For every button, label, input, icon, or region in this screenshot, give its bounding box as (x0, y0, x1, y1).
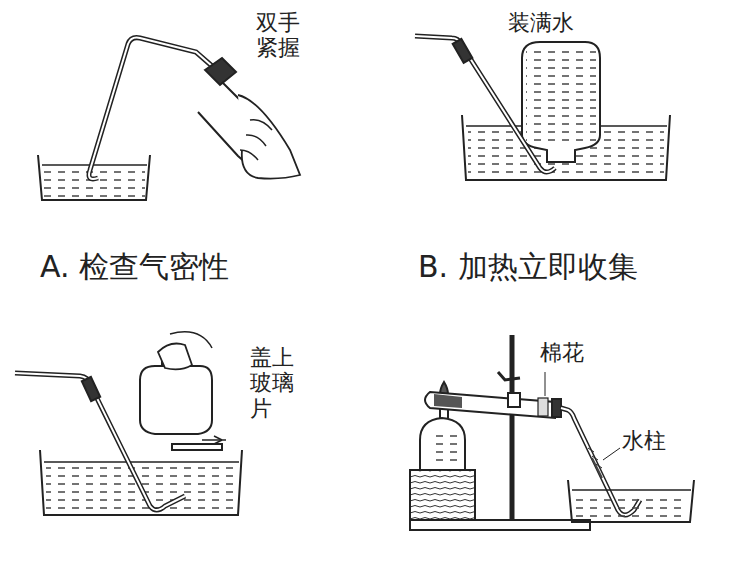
label-text: 装满水 (508, 10, 574, 35)
label-text: B. 加热立即收集 (418, 250, 638, 285)
label-text: 棉花 (540, 340, 584, 365)
panel-c (15, 332, 242, 515)
panel-b (415, 36, 670, 180)
label-text: A. 检查气密性 (40, 250, 229, 285)
panel-d (410, 335, 694, 530)
label-text: 盖上玻璃片 (250, 345, 298, 421)
label-text: 水柱 (622, 428, 666, 453)
label-text: 双手紧握 (256, 10, 304, 61)
panel-a (38, 38, 300, 200)
